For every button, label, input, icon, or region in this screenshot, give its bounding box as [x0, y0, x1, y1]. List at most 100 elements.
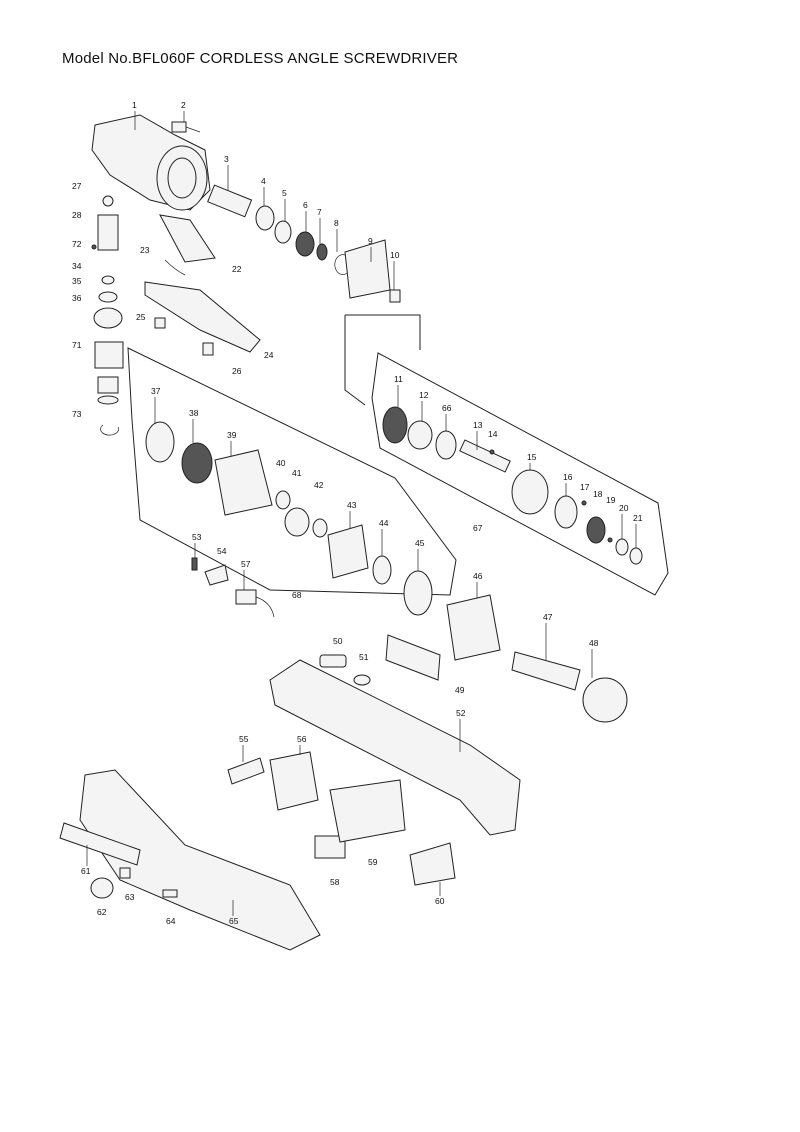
part-label-24: 24	[264, 350, 274, 360]
shaft-part-13	[459, 439, 511, 473]
button-part-51	[353, 674, 371, 686]
part-label-35: 35	[72, 276, 82, 286]
washer-part-44	[372, 555, 392, 585]
bit-holder-part-28	[97, 214, 119, 251]
part-label-57: 57	[241, 559, 251, 569]
part-label-10: 10	[390, 250, 400, 260]
assembly-frame-67	[371, 352, 669, 596]
bearing-part-18	[586, 516, 606, 544]
sleeve-part-9	[344, 239, 391, 299]
cap-part-50	[319, 654, 347, 668]
part-label-19: 19	[606, 495, 616, 505]
cap-part-36	[93, 307, 123, 329]
part-label-16: 16	[563, 472, 573, 482]
bearing-part-12	[407, 420, 433, 450]
washer-part-66	[435, 430, 457, 460]
screw-part-63	[119, 867, 131, 879]
leader-lines	[86, 111, 637, 916]
screw-part-26	[202, 342, 214, 356]
gear-case-part-37	[145, 421, 175, 463]
ball-part-14	[489, 449, 495, 455]
switch-part-57	[235, 589, 257, 605]
part-label-54: 54	[217, 546, 227, 556]
cam-part-16	[554, 495, 578, 529]
part-label-70: 72	[72, 239, 82, 249]
plate-part-45	[403, 570, 433, 616]
part-label-2: 2	[181, 100, 186, 110]
part-label-59: 59	[368, 857, 378, 867]
controller-part-59	[329, 779, 406, 843]
page-title: Model No.BFL060F CORDLESS ANGLE SCREWDRI…	[62, 50, 459, 67]
part-labels: 1 2 3 4 5 6 7 8 9 10 11 12 13 14 15 16 1…	[72, 100, 643, 926]
washer-part-34	[101, 275, 115, 285]
spindle-part	[207, 184, 253, 218]
part-label-46: 46	[473, 571, 483, 581]
housing-part-39	[214, 449, 273, 516]
spring-wire-part-23	[164, 259, 186, 276]
gear-part-11	[382, 406, 408, 444]
part-label-3: 3	[224, 154, 229, 164]
part-label-39: 39	[227, 430, 237, 440]
part-label-60: 60	[435, 896, 445, 906]
spring-part-15	[511, 469, 549, 515]
part-label-7: 7	[317, 207, 322, 217]
cover-part-60	[409, 842, 456, 886]
part-label-47: 47	[543, 612, 553, 622]
part-label-4: 4	[261, 176, 266, 186]
assembly-bracket-upper-right	[345, 314, 421, 350]
part-label-23: 23	[140, 245, 150, 255]
gear-part-42	[312, 518, 328, 538]
part-label-15: 15	[527, 452, 537, 462]
nut-part-21	[629, 547, 643, 565]
part-label-26: 26	[232, 366, 242, 376]
part-label-42: 42	[314, 480, 324, 490]
part-label-27: 27	[72, 181, 82, 191]
plate-part-54	[204, 564, 229, 586]
part-label-65: 65	[229, 916, 239, 926]
screw-part-64	[162, 889, 178, 898]
part-label-50: 50	[333, 636, 343, 646]
plate-part-58	[314, 835, 346, 859]
screw-part-25	[154, 317, 166, 329]
part-label-55: 55	[239, 734, 249, 744]
part-label-14: 14	[488, 429, 498, 439]
part-label-20: 20	[619, 503, 629, 513]
part-label-40: 40	[276, 458, 286, 468]
part-label-9: 9	[368, 236, 373, 246]
part-label-17: 17	[580, 482, 590, 492]
lock-plate-part-22	[159, 214, 216, 263]
ring-part-5	[274, 220, 292, 244]
part-label-69: 71	[72, 340, 82, 350]
part-label-28: 28	[72, 210, 82, 220]
retaining-ring-part-71	[100, 424, 119, 436]
spring-part-10	[389, 289, 401, 303]
part-label-38: 38	[189, 408, 199, 418]
part-label-18: 18	[593, 489, 603, 499]
sleeve-part-69	[94, 341, 124, 369]
part-label-66: 66	[442, 403, 452, 413]
part-label-41: 41	[292, 468, 302, 478]
gear-part-40	[275, 490, 291, 510]
part-label-44: 44	[379, 518, 389, 528]
o-ring-part-35	[98, 291, 118, 303]
ball-part-17	[581, 500, 587, 506]
part-label-71: 73	[72, 409, 82, 419]
assembly-frame-68	[127, 347, 457, 596]
motor-housing-part-46	[446, 594, 501, 661]
washer-part-20	[615, 538, 629, 556]
ball-part-19	[607, 537, 613, 543]
needle-bearing-part	[255, 205, 275, 231]
part-label-51: 51	[359, 652, 369, 662]
part-label-45: 45	[415, 538, 425, 548]
o-ring-part-7	[316, 243, 328, 261]
ring-part-73	[97, 395, 119, 405]
part-label-36: 36	[72, 293, 82, 303]
part-label-6: 6	[303, 200, 308, 210]
part-label-62: 62	[97, 907, 107, 917]
part-label-64: 64	[166, 916, 176, 926]
part-label-48: 48	[589, 638, 599, 648]
part-label-61: 61	[81, 866, 91, 876]
part-label-21: 21	[633, 513, 643, 523]
part-label-8: 8	[334, 218, 339, 228]
